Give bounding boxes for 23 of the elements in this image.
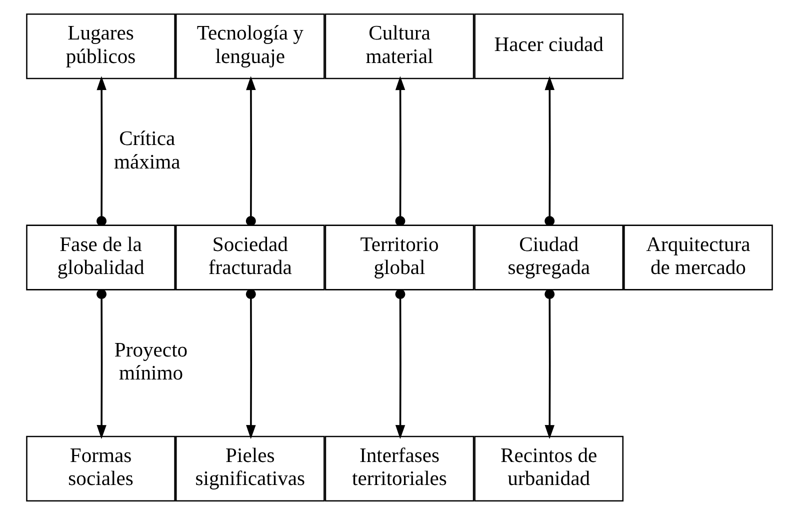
node-box: Territorio global [324, 224, 474, 290]
node-box: Sociedad fracturada [175, 224, 325, 290]
node-box: Cultura material [324, 13, 474, 79]
node-box: Fase de la globalidad [26, 224, 176, 290]
label: Crítica máxima [114, 128, 180, 173]
arrow [246, 76, 256, 226]
node-box: Hacer ciudad [474, 13, 624, 79]
node-box: Arquitectura de mercado [624, 224, 773, 290]
node-box: Tecnología y lenguaje [175, 13, 325, 79]
arrow [395, 288, 406, 439]
arrow [544, 76, 555, 226]
arrow [96, 288, 107, 439]
arrow [395, 76, 406, 226]
node-box: Lugares públicos [26, 13, 176, 79]
node-box: Pieles significativas [175, 435, 325, 501]
arrow [96, 76, 107, 226]
node-box: Recintos de urbanidad [474, 435, 624, 501]
arrow [544, 288, 555, 439]
node-box: Ciudad segregada [474, 224, 624, 290]
arrow [246, 288, 256, 439]
node-box: Formas sociales [26, 435, 176, 501]
label: Proyecto mínimo [114, 338, 188, 384]
node-box: Interfases territoriales [324, 435, 474, 501]
